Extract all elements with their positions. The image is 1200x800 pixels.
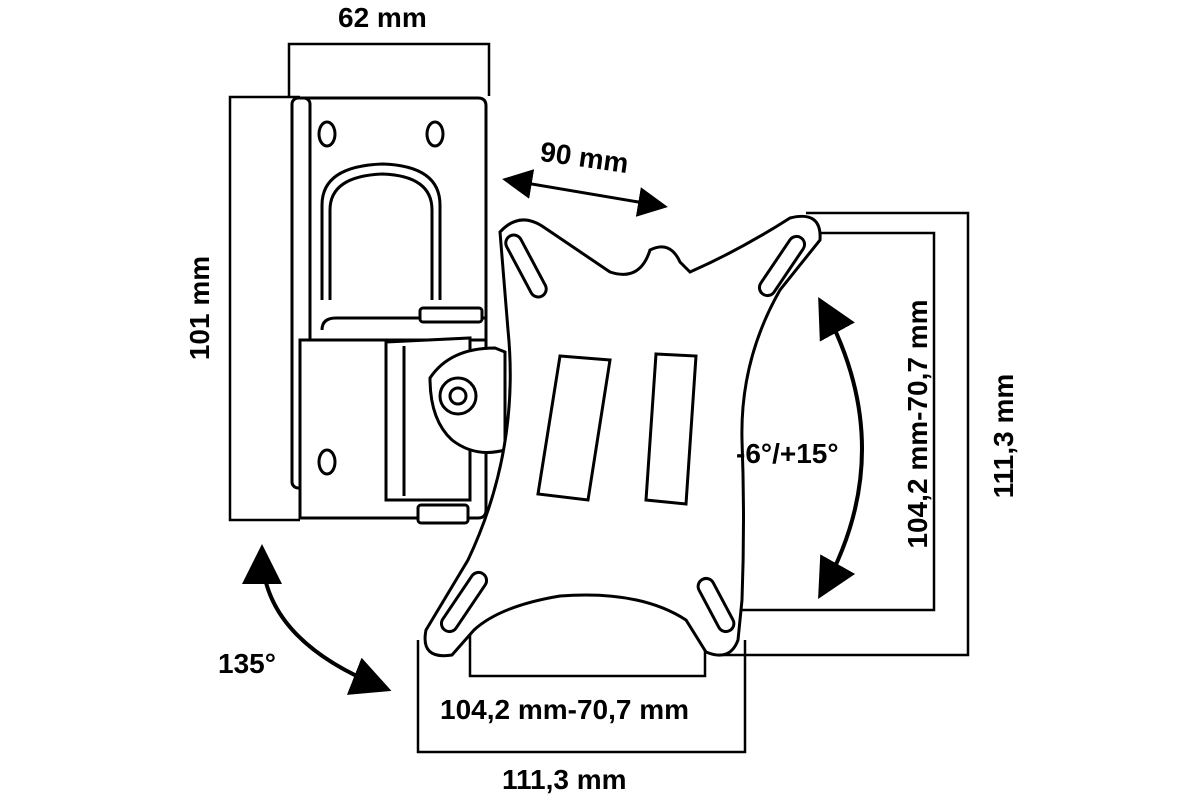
wall-height-label: 101 mm <box>184 255 215 361</box>
tilt-arrow <box>818 296 864 599</box>
vesa-bottom-outer-label: 111,3 mm <box>502 764 627 795</box>
vesa-right-outer-dimension <box>720 211 970 657</box>
vesa-right-outer-label: 111,3 mm <box>988 373 1019 499</box>
vesa-plate <box>423 214 822 658</box>
wall-height-dimension <box>228 95 300 522</box>
swivel-arm <box>384 306 507 525</box>
arm-length-arrow <box>502 169 668 217</box>
vesa-bottom-inner-dimension <box>468 620 707 678</box>
swivel-angle-label: 135° <box>218 648 276 679</box>
vesa-right-inner-label: 104,2 mm-70,7 mm <box>902 299 933 549</box>
vesa-bottom-outer-dimension <box>416 640 747 754</box>
vesa-right-inner-dimension <box>742 231 936 612</box>
dimension-lines <box>228 42 970 754</box>
wall-width-dimension <box>287 42 491 96</box>
vesa-bottom-inner-label: 104,2 mm-70,7 mm <box>440 694 690 725</box>
angle-arrows <box>242 169 864 695</box>
swivel-arrow <box>242 544 392 695</box>
tilt-angle-label: -6°/+15° <box>736 438 839 469</box>
wall-width-label: 62 mm <box>338 2 427 33</box>
